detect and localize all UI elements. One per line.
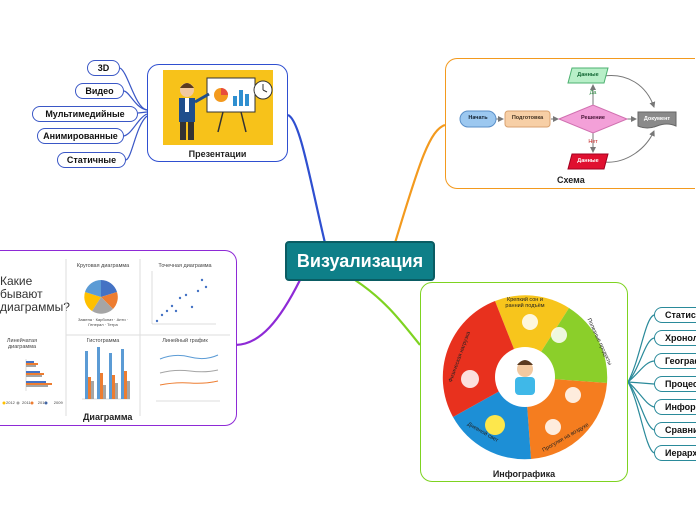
presentation-icon — [179, 77, 273, 140]
diagram-thumbnails — [2, 259, 230, 416]
line-thumbnail — [156, 354, 220, 402]
pill-geographic[interactable]: Географическая — [654, 353, 696, 369]
presenter-illustration — [163, 70, 273, 145]
document-node — [637, 111, 677, 129]
histogram-title: Гистограмма — [86, 338, 120, 344]
pill-video[interactable]: Видео — [75, 83, 124, 99]
pie-legend-item: Генерал — [88, 322, 104, 327]
start-label: Начать — [468, 115, 488, 121]
decision-label: Решение — [581, 115, 605, 121]
pie-title: Круговая диаграмма — [76, 263, 130, 269]
infographic-caption: Инфографика — [492, 469, 556, 479]
diagram-question: Какие бывают диаграммы? — [0, 274, 70, 314]
infographic-card[interactable]: Крепкий сон и ранний подъём Полезные про… — [420, 282, 628, 482]
segment-label: Крепкий сон и ранний подъём — [505, 297, 545, 309]
wellness-wheel — [442, 295, 608, 460]
prepare-label: Подготовка — [511, 115, 544, 121]
pill-3d[interactable]: 3D — [87, 60, 120, 76]
pill-comparative[interactable]: Сравнительная — [654, 422, 696, 438]
prepare-node — [504, 110, 551, 128]
presentations-caption: Презентации — [188, 149, 247, 159]
scatter-title: Точечная диаграмма — [158, 263, 212, 269]
histogram-thumbnail — [82, 347, 130, 400]
year-legend-item: 2011 — [22, 400, 31, 405]
yes-label: Да — [589, 90, 597, 96]
pie-legend-item: Карбонат — [95, 317, 114, 322]
data-bottom-label: Данные — [577, 158, 599, 164]
pill-process[interactable]: Процессная — [654, 376, 696, 392]
document-label: Документ — [643, 116, 671, 122]
scatter-thumbnail — [151, 271, 216, 325]
pill-chronological[interactable]: Хронологическая — [654, 330, 696, 346]
flowchart — [459, 67, 677, 170]
diagram-card[interactable]: Какие бывают диаграммы? — [0, 250, 237, 426]
pill-informational[interactable]: Информационная — [654, 399, 696, 415]
decision-node — [557, 104, 629, 134]
pill-multimedia[interactable]: Мультимедийные — [32, 106, 138, 122]
data-top-node — [567, 67, 609, 84]
scheme-card[interactable]: Начать Подготовка Решение Данные Данные … — [445, 58, 695, 189]
pill-hierarchical[interactable]: Иерархическая — [654, 445, 696, 461]
diagram-caption: Диаграмма — [83, 412, 133, 422]
year-legend-item: 2010 — [37, 400, 47, 405]
year-legend: 2012 2011 2010 2009 — [6, 400, 66, 405]
line-title: Линейный график — [162, 338, 208, 344]
year-legend-item: 2012 — [6, 400, 15, 405]
pill-animated[interactable]: Анимированные — [37, 128, 124, 144]
pie-legend-item: Анти — [116, 317, 126, 322]
pie-thumbnail — [84, 280, 118, 314]
year-legend-item: 2009 — [53, 400, 63, 405]
central-topic[interactable]: Визуализация — [285, 241, 435, 281]
pie-legend-item: Замена — [77, 317, 93, 322]
data-bottom-node — [567, 153, 609, 170]
hbar-title: Линейчатая диаграмма — [6, 338, 38, 350]
start-node — [459, 110, 497, 128]
hbar-thumbnail — [2, 359, 52, 405]
pie-legend: Замена · Карбонат · Анти · Генерал · Тет… — [77, 317, 129, 327]
presentations-card[interactable]: Презентации — [147, 64, 288, 162]
pill-statistical[interactable]: Статистическая — [654, 307, 696, 323]
data-top-label: Данные — [577, 72, 599, 78]
scheme-caption: Схема — [557, 175, 585, 185]
pie-legend-item: Тетра — [107, 322, 118, 327]
pill-static[interactable]: Статичные — [57, 152, 126, 168]
no-label: Нет — [588, 139, 598, 145]
